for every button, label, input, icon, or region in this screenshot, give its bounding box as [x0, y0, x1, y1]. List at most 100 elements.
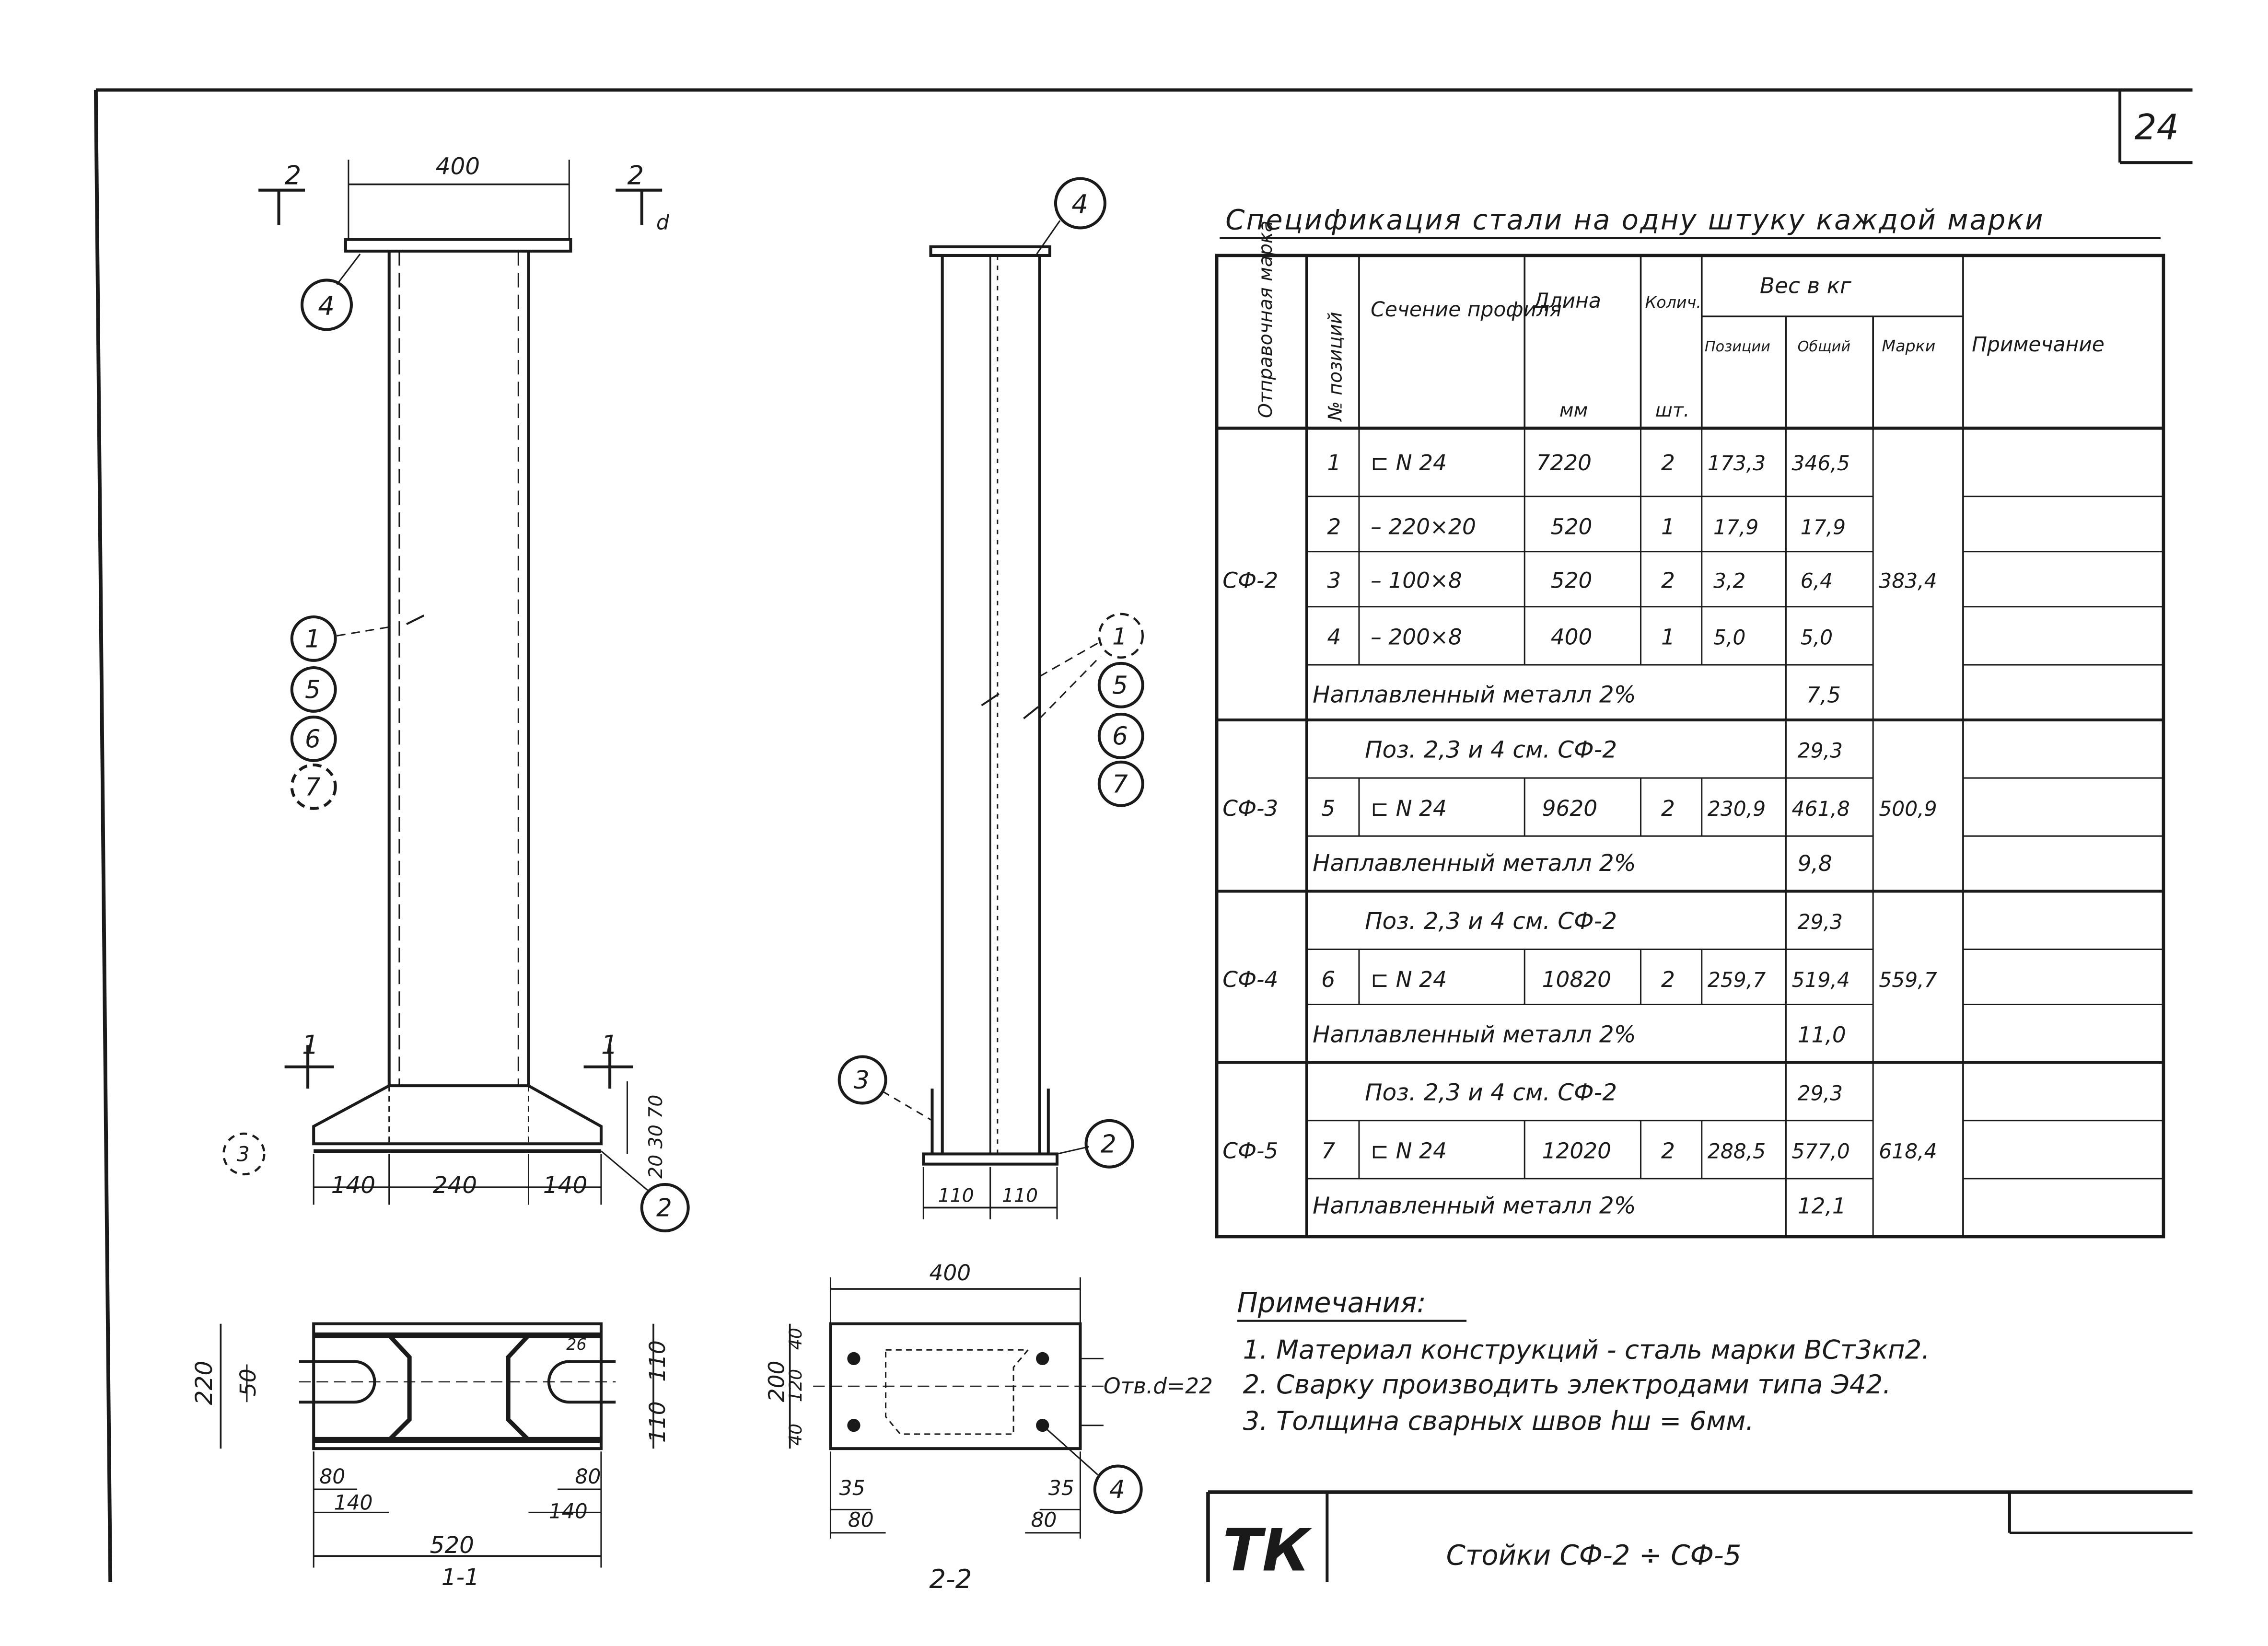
row-w-all: 346,5 — [1792, 452, 1850, 475]
cut-label-bottom-right: 1 — [601, 1029, 618, 1060]
row-pos: 2 — [1327, 514, 1341, 539]
ref-row-text: Поз. 2,3 и 4 см. СФ-2 — [1365, 1079, 1617, 1106]
side-callout-1: 1 — [1112, 624, 1127, 650]
note-2: 2. Сварку производить электродами типа Э… — [1243, 1369, 1891, 1400]
row-qty: 1 — [1661, 514, 1675, 539]
mark-cf3: СФ-3 — [1222, 796, 1278, 821]
row-qty: 2 — [1661, 796, 1675, 821]
sec22-label: 2-2 — [929, 1564, 972, 1594]
row-pos: 4 — [1327, 625, 1341, 650]
title-block-title: Стойки СФ-2 ÷ СФ-5 — [1446, 1539, 1742, 1571]
callout-circle — [300, 278, 353, 331]
weld-row-text: Наплавленный металл 2% — [1313, 850, 1636, 877]
weld-row-value: 11,0 — [1798, 1022, 1846, 1047]
ref-row-text: Поз. 2,3 и 4 см. СФ-2 — [1365, 908, 1617, 935]
sec11-label: 1-1 — [442, 1564, 479, 1591]
sec22-dim-left-a: 35 — [839, 1476, 865, 1500]
mark-weight-cf5: 618,4 — [1879, 1140, 1937, 1163]
sec22-dim-left-b: 80 — [848, 1508, 874, 1532]
notes-title: Примечания: — [1237, 1287, 1426, 1319]
cut-label-top-left: 2 — [285, 160, 302, 191]
sec11-dim-slot: 50 — [235, 1368, 261, 1396]
mark-cf2: СФ-2 — [1222, 568, 1278, 593]
row-pos: 1 — [1327, 450, 1341, 475]
side-view: 4 1 5 6 7 3 2 110 110 — [837, 177, 1144, 1219]
row-w-all: 461,8 — [1792, 797, 1850, 821]
sec22-callout-4: 4 — [1109, 1475, 1125, 1504]
sec22-holes: Отв.d=22 — [1104, 1373, 1213, 1399]
section-1-1: 220 50 26 110 110 80 140 80 140 520 1-1 — [191, 1322, 670, 1591]
sec11-dim-right-b: 140 — [549, 1500, 588, 1523]
ref-row-value: 29,3 — [1798, 1081, 1843, 1105]
row-length: 12020 — [1542, 1138, 1611, 1164]
side-callout-3: 3 — [854, 1066, 870, 1095]
ref-row-value: 29,3 — [1798, 739, 1843, 763]
callout-3: 3 — [237, 1143, 250, 1166]
mark-cf5: СФ-5 — [1222, 1138, 1278, 1164]
ref-row-text: Поз. 2,3 и 4 см. СФ-2 — [1365, 737, 1617, 764]
side-dim-right: 110 — [1002, 1184, 1038, 1206]
side-callout-2: 2 — [1101, 1130, 1117, 1159]
callout-2: 2 — [656, 1194, 672, 1223]
side-callout-4: 4 — [1071, 189, 1088, 220]
row-pos: 6 — [1321, 967, 1335, 992]
bolt-hole — [847, 1419, 861, 1432]
row-qty: 2 — [1661, 568, 1675, 593]
row-qty: 2 — [1661, 450, 1675, 475]
row-length: 7220 — [1536, 450, 1592, 475]
section-2-2: 400 200 40 120 40 Отв.d=22 4 35 80 35 80… — [764, 1260, 1213, 1594]
hdr-weight: Вес в кг — [1760, 273, 1852, 299]
hdr-mark: Отправочная марка — [1255, 220, 1277, 418]
row-qty: 1 — [1661, 625, 1675, 650]
note-3: 3. Толщина сварных швов hш = 6мм. — [1243, 1405, 1754, 1436]
hdr-section: Сечение профиля — [1371, 298, 1561, 321]
title-block-code: ТК — [1222, 1517, 1312, 1585]
sec22-dim-v2: 120 — [785, 1369, 806, 1402]
callout-7: 7 — [305, 773, 321, 801]
cut-label-top-right: 2 — [627, 160, 644, 191]
weld-row-text: Наплавленный металл 2% — [1313, 1193, 1636, 1219]
row-qty: 2 — [1661, 1138, 1675, 1164]
hdr-length-unit: мм — [1559, 399, 1588, 421]
row-w-pos: 17,9 — [1713, 515, 1758, 539]
row-section: ⊏ N 24 — [1371, 1138, 1447, 1164]
sec22-dim-v3: 40 — [785, 1424, 806, 1446]
hdr-w-pos: Позиции — [1705, 338, 1770, 355]
row-w-pos: 230,9 — [1708, 797, 1766, 821]
row-pos: 5 — [1321, 796, 1335, 821]
row-section: ⊏ N 24 — [1371, 967, 1447, 992]
mark-weight-cf4: 559,7 — [1879, 968, 1937, 992]
spec-table: Спецификация стали на одну штуку каждой … — [1215, 204, 2165, 1239]
hdr-w-all: Общий — [1798, 338, 1850, 355]
side-callout-6: 6 — [1112, 722, 1128, 751]
note-1: 1. Материал конструкций - сталь марки ВС… — [1243, 1334, 1930, 1365]
callout-1: 1 — [305, 625, 321, 654]
ref-row-value: 29,3 — [1798, 910, 1843, 934]
bolt-hole — [1036, 1352, 1049, 1366]
front-view: 2 2 400 d 1 1 140 240 — [222, 153, 690, 1232]
bolt-hole — [847, 1352, 861, 1366]
dim-base-heights: 20 30 70 — [645, 1095, 667, 1179]
row-section: – 220×20 — [1371, 514, 1476, 539]
row-w-all: 6,4 — [1801, 569, 1833, 592]
notes-block: Примечания: 1. Материал конструкций - ст… — [1237, 1287, 1930, 1436]
row-w-pos: 259,7 — [1708, 968, 1766, 992]
row-w-all: 5,0 — [1801, 626, 1833, 649]
row-pos: 3 — [1327, 568, 1341, 593]
hdr-w-mark: Марки — [1882, 336, 1935, 355]
dim-d: d — [656, 210, 670, 234]
dim-base-left: 140 — [331, 1172, 375, 1199]
sec22-dim-right-a: 35 — [1048, 1476, 1074, 1500]
row-qty: 2 — [1661, 967, 1675, 992]
row-section: – 100×8 — [1371, 568, 1462, 593]
sec22-dim-v1: 40 — [785, 1328, 806, 1350]
weld-row-value: 7,5 — [1806, 683, 1841, 708]
row-section: – 200×8 — [1371, 625, 1462, 650]
sec11-dim-total: 520 — [430, 1532, 474, 1559]
sheet-number: 24 — [2134, 108, 2178, 148]
mark-weight-cf2: 383,4 — [1879, 569, 1937, 592]
row-section: ⊏ N 24 — [1371, 450, 1447, 475]
row-w-all: 519,4 — [1792, 968, 1850, 992]
row-length: 520 — [1551, 514, 1593, 539]
row-w-pos: 288,5 — [1708, 1140, 1766, 1163]
